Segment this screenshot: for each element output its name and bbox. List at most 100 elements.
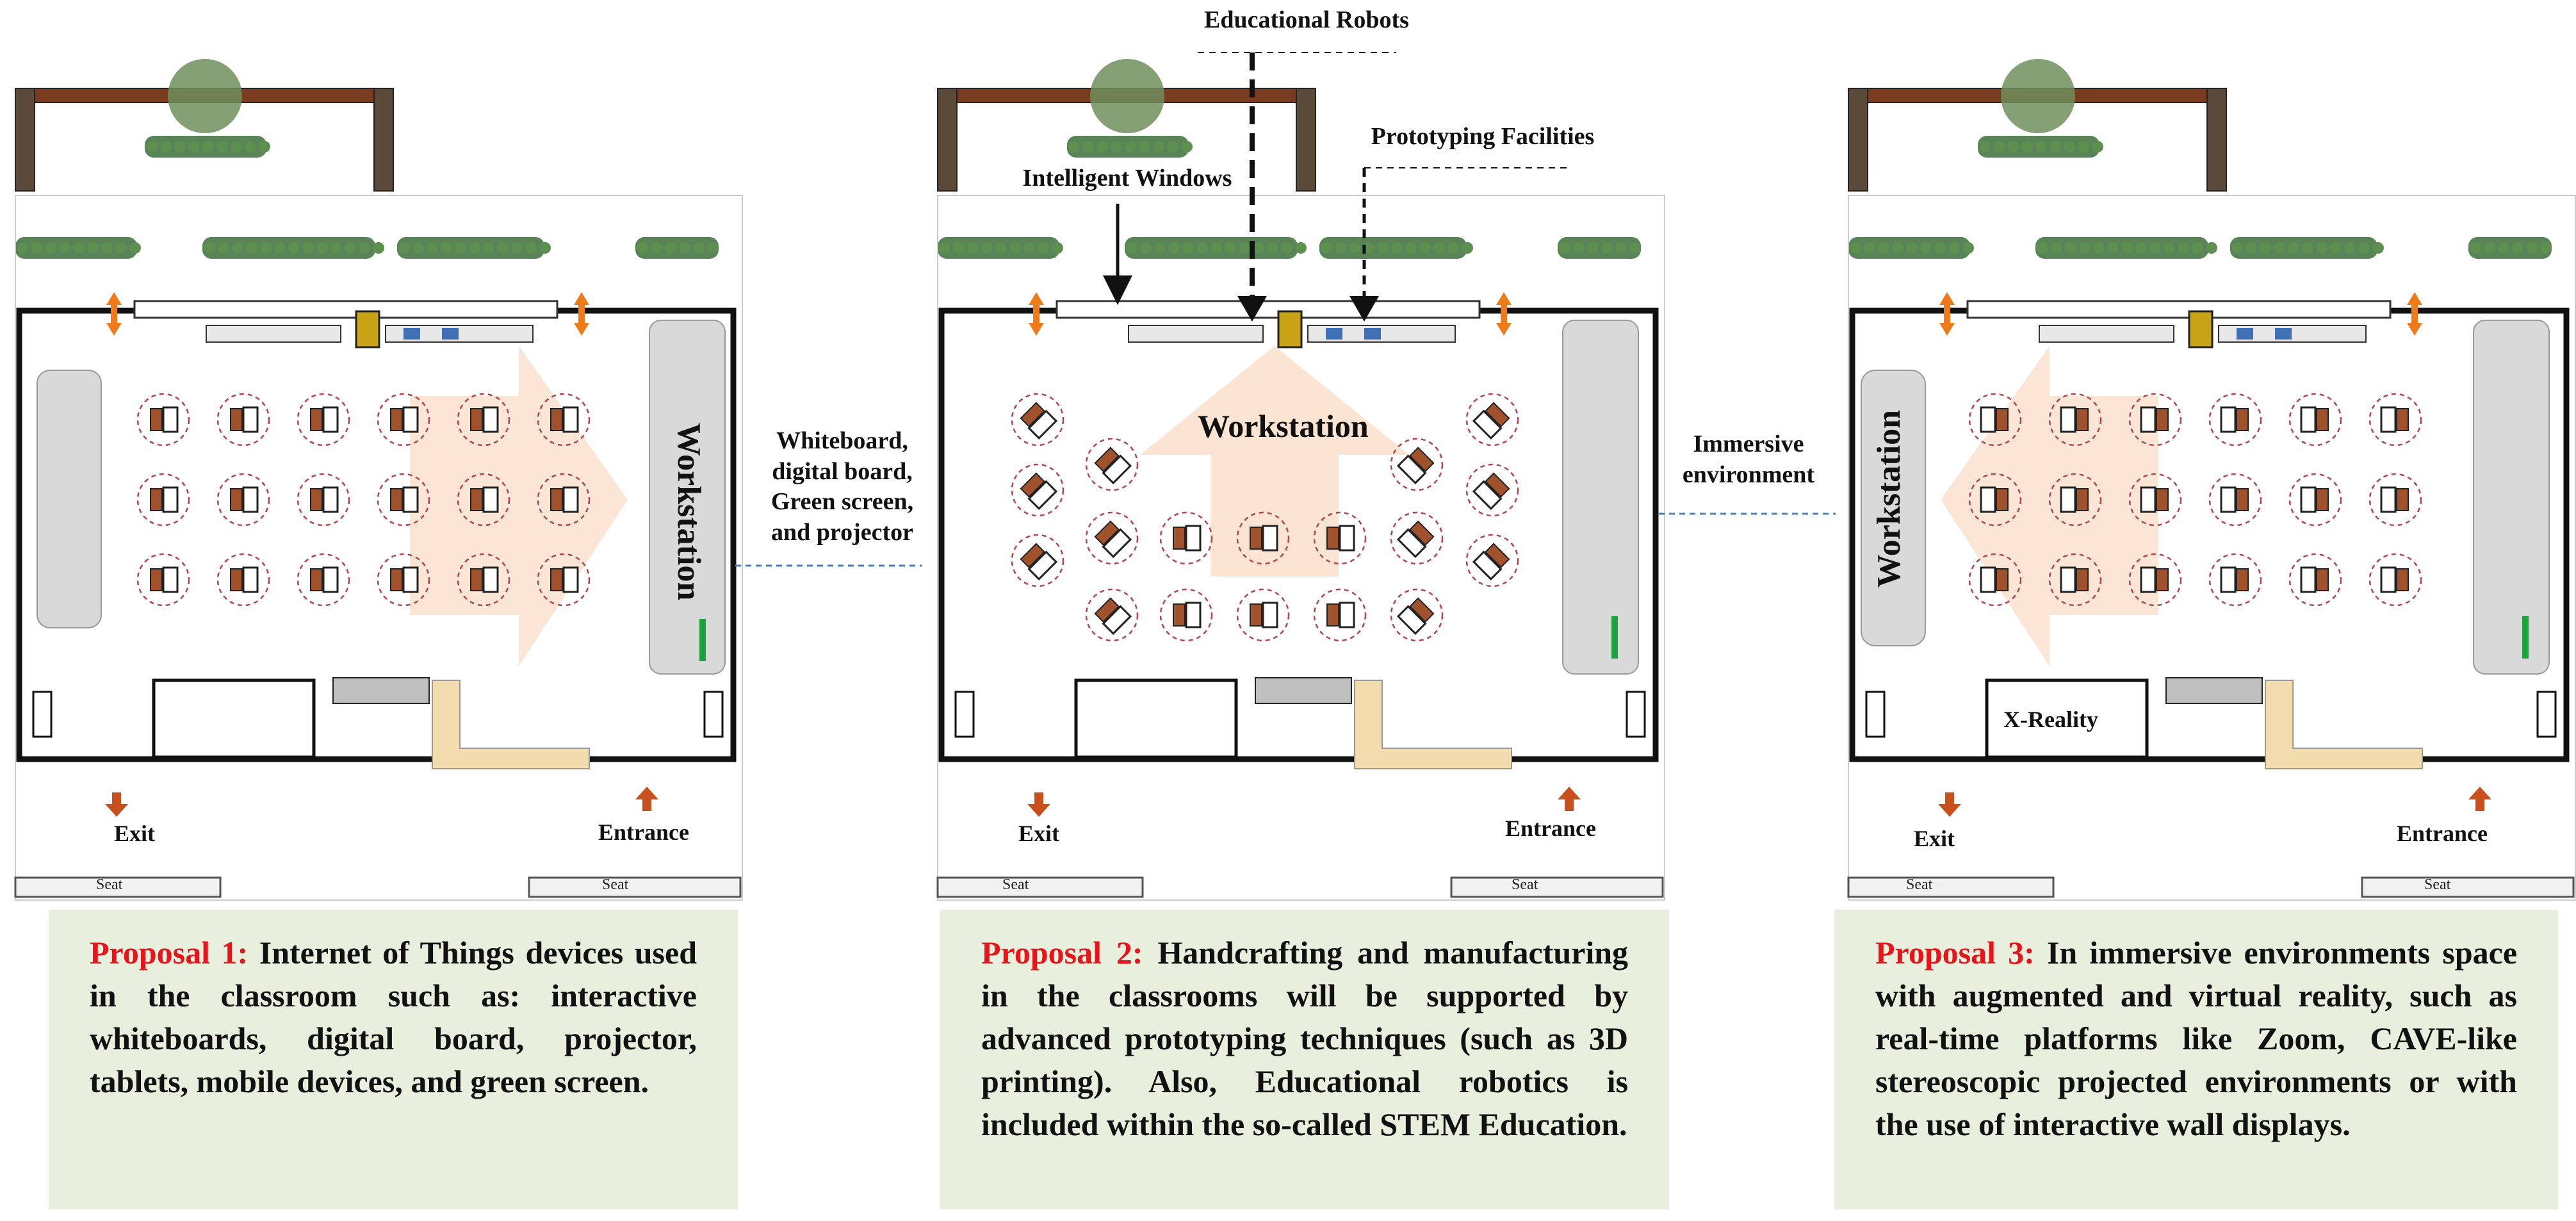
room3-bin-right <box>2536 691 2557 738</box>
room2-door-arrow-left <box>1029 292 1044 336</box>
room2-screen-2 <box>1364 328 1381 340</box>
room2-desk-5-chair <box>1094 597 1132 635</box>
room1-desk-2-3-ring <box>377 553 430 607</box>
room2-door-arrow-right <box>1496 292 1512 336</box>
room2-desk-7-ring <box>1159 588 1213 642</box>
room1-printer <box>355 310 380 348</box>
room2-garden-hedge-leaf <box>1167 141 1178 152</box>
room3-desk-0-4-ring <box>2288 393 2342 447</box>
room2-garden-hedge-leaf <box>1139 141 1150 152</box>
room3-workstation-panel <box>1861 370 1926 646</box>
room3-desk-1-0-ring <box>1968 473 2022 527</box>
room2-desk-13-ring <box>1390 511 1444 565</box>
room2-desk-4-ring <box>1085 511 1139 565</box>
room3-hedge-2-leaf <box>2135 242 2147 254</box>
room3-hedge-2-leaf <box>2164 242 2175 254</box>
room1-tree <box>168 59 242 133</box>
room3-green-screen <box>2522 616 2529 659</box>
room3-hedge-4-leaf <box>2526 242 2538 254</box>
room3-hedge-1-leaf <box>1920 242 1932 254</box>
room1-door-arrow-left <box>106 292 122 336</box>
room2-desk-8-chair <box>1250 525 1278 552</box>
room3-garden-hedge-leaf <box>2078 141 2089 152</box>
room3-door-arrow-left <box>1939 292 1955 336</box>
room1-bin-right <box>703 691 724 738</box>
room1-hedge-1-leaf <box>73 242 85 254</box>
room2-hedge-2-leaf <box>1182 242 1194 254</box>
room1-bench-left <box>14 876 222 898</box>
room1-desk-1-0-ring <box>136 473 190 527</box>
room1-garden-hedge-leaf <box>259 141 270 152</box>
room1-hedge-2-leaf <box>288 242 300 254</box>
room2-entrance-arrow <box>1558 787 1581 811</box>
room2-hedge-2-leaf <box>1281 242 1292 254</box>
room3-garden-hedge-leaf <box>2092 141 2103 152</box>
callout-immersive-environment: Immersive environment <box>1682 430 1815 488</box>
room3-hedge-1-leaf <box>1934 242 1946 254</box>
room3-hedge-1-leaf <box>1878 242 1889 254</box>
room1-desk-1-4-chair <box>470 486 499 513</box>
room2-hedge-1-leaf <box>953 242 965 254</box>
room3-garden-hedge-leaf <box>2064 141 2075 152</box>
room3-hedge-4-leaf <box>2512 242 2523 254</box>
room2-hedge-3-leaf <box>1349 242 1360 254</box>
room2-bin-left <box>954 691 975 738</box>
room2-hedge-3-leaf <box>1419 242 1431 254</box>
room2-hedge-2-leaf <box>1140 242 1152 254</box>
room1-hedge-4-leaf <box>679 242 690 254</box>
room1-hedge-3-leaf <box>511 242 523 254</box>
room3-hedge-3-leaf <box>2231 242 2243 254</box>
room3-hedge-3-leaf <box>2260 242 2271 254</box>
room3-hedge-1-leaf <box>1948 242 1960 254</box>
room1-hedge-1-leaf <box>129 242 141 254</box>
room3-desk-0-0-chair <box>1980 406 2009 433</box>
room1-hedge-3-leaf <box>398 242 410 254</box>
room2-green-screen <box>1611 616 1618 659</box>
room1-desk-1-0-chair <box>150 486 179 513</box>
room2-hedge-3-leaf <box>1377 242 1389 254</box>
room3-hedge-2-leaf <box>2093 242 2105 254</box>
room2-hedge-1-leaf <box>981 242 993 254</box>
room1-hedge-2-leaf <box>316 242 328 254</box>
room1-hedge-3-leaf <box>497 242 509 254</box>
room3-seat-label-right: Seat <box>2424 876 2451 893</box>
room1-workstation-panel <box>649 320 726 675</box>
room2-workstation-panel <box>1562 320 1639 675</box>
room3-pergola-post-left <box>1848 88 1868 192</box>
room1-lot <box>15 195 743 901</box>
room2-desk-10-ring <box>1313 511 1367 565</box>
room3-desk-1-3-chair <box>2220 486 2249 513</box>
room1-hedge-2-leaf <box>330 242 342 254</box>
room2-hedge-4-leaf <box>1615 242 1627 254</box>
room3-hedge-3-leaf <box>2358 242 2370 254</box>
room2-pergola-post-left <box>937 88 958 192</box>
proposal-1-box: Proposal 1: Internet of Things devices u… <box>49 910 738 1209</box>
room2-lot <box>937 195 1665 901</box>
room2-hedge-3-leaf <box>1391 242 1403 254</box>
room3-hedge-3-leaf <box>2330 242 2342 254</box>
room2-hedge-2-leaf <box>1267 242 1278 254</box>
room3-hedge-2-leaf <box>2121 242 2133 254</box>
room3-door-arrow-right <box>2407 292 2422 336</box>
room2-desk-0-chair <box>1020 402 1058 440</box>
room2-desk-16-ring <box>1465 463 1519 517</box>
room3-printer <box>2188 310 2213 348</box>
room2-desk-6-chair <box>1173 525 1202 552</box>
room1-storage <box>152 678 316 759</box>
room3-exit-label: Exit <box>1914 826 1955 851</box>
room2-desk-13-chair <box>1396 520 1435 559</box>
room1-hedge-3-leaf <box>525 242 537 254</box>
room3-hedge-1-leaf <box>1864 242 1875 254</box>
room3-hedge-3-leaf <box>2302 242 2313 254</box>
room2-desk-12-chair <box>1396 447 1435 485</box>
room2-hedge-2-leaf <box>1211 242 1222 254</box>
room1-hedge-2-leaf <box>302 242 314 254</box>
room3-exit-arrow <box>1938 792 1961 817</box>
room3-garden-hedge-leaf <box>2050 141 2061 152</box>
room3-hedge-4-leaf <box>2540 242 2552 254</box>
room2-desk-17-ring <box>1465 534 1519 587</box>
room2-hedge-3-leaf <box>1405 242 1417 254</box>
room2-desk-10-chair <box>1326 525 1355 552</box>
room2-desk-7-chair <box>1173 602 1202 628</box>
